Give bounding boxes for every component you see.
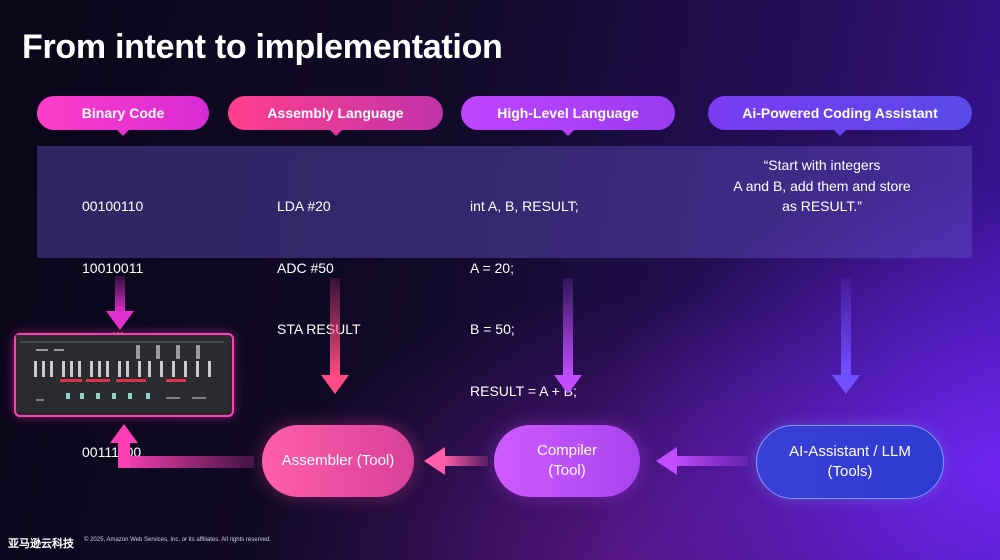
ai-prompt-line: A and B, add them and store bbox=[733, 177, 911, 194]
assembler-tool-label: Assembler (Tool) bbox=[281, 452, 395, 469]
assembly-line: ADC #50 bbox=[277, 259, 334, 276]
high-level-line: RESULT = A + B; bbox=[470, 382, 577, 399]
compiler-tool-label: Compiler bbox=[536, 442, 597, 459]
binary-line: 10010011 bbox=[82, 259, 144, 276]
high-level-code-column: int A, B, RESULT; A = 20; B = 50; RESULT… bbox=[470, 155, 579, 442]
computer-panel-image bbox=[14, 333, 234, 417]
computer-panel-illustration bbox=[16, 335, 228, 411]
assembly-line: LDA #20 bbox=[277, 198, 331, 214]
ai-prompt-column: “Start with integers A and B, add them a… bbox=[697, 155, 947, 217]
ai-prompt-line: “Start with integers bbox=[763, 157, 881, 173]
footer-brand: 亚马逊云科技 bbox=[8, 538, 74, 550]
assembler-tool-node: Assembler (Tool) bbox=[262, 425, 414, 497]
slide-title: From intent to implementation bbox=[22, 28, 503, 66]
ai-prompt-line: as RESULT.” bbox=[782, 198, 862, 214]
high-level-line: A = 20; bbox=[470, 259, 514, 276]
high-level-line: int A, B, RESULT; bbox=[470, 198, 579, 214]
stage-ai-coding-assistant: Ai-Powered Coding Assistant bbox=[708, 96, 972, 136]
binary-code-column: 00100110 10010011 ... 11000011 00111100 bbox=[82, 155, 143, 504]
code-panel: 00100110 10010011 ... 11000011 00111100 … bbox=[37, 146, 972, 460]
ai-assistant-label: AI-Assistant / LLM bbox=[789, 443, 911, 460]
stage-binary-code: Binary Code bbox=[37, 96, 209, 136]
ai-assistant-tool-node: AI-Assistant / LLM (Tools) bbox=[756, 425, 944, 499]
arrow-ai-to-compiler bbox=[656, 447, 748, 475]
high-level-line: B = 50; bbox=[470, 321, 515, 337]
binary-line: 00111100 bbox=[82, 444, 142, 460]
ai-assistant-sublabel: (Tools) bbox=[827, 463, 873, 480]
compiler-tool-node: Compiler (Tool) bbox=[494, 425, 640, 497]
assembly-code-column: LDA #20 ADC #50 STA RESULT bbox=[277, 155, 361, 381]
binary-line: 00100110 bbox=[82, 198, 144, 214]
stage-high-level-language: High-Level Language bbox=[461, 96, 675, 136]
footer-copyright: © 2025, Amazon Web Services, Inc. or its… bbox=[84, 537, 271, 543]
stage-assembly-language: Assembly Language bbox=[228, 96, 443, 136]
arrow-compiler-to-assembler bbox=[424, 447, 488, 475]
compiler-tool-sublabel: (Tool) bbox=[548, 462, 586, 479]
assembly-line: STA RESULT bbox=[277, 321, 361, 337]
arrow-ai-down bbox=[832, 278, 860, 394]
